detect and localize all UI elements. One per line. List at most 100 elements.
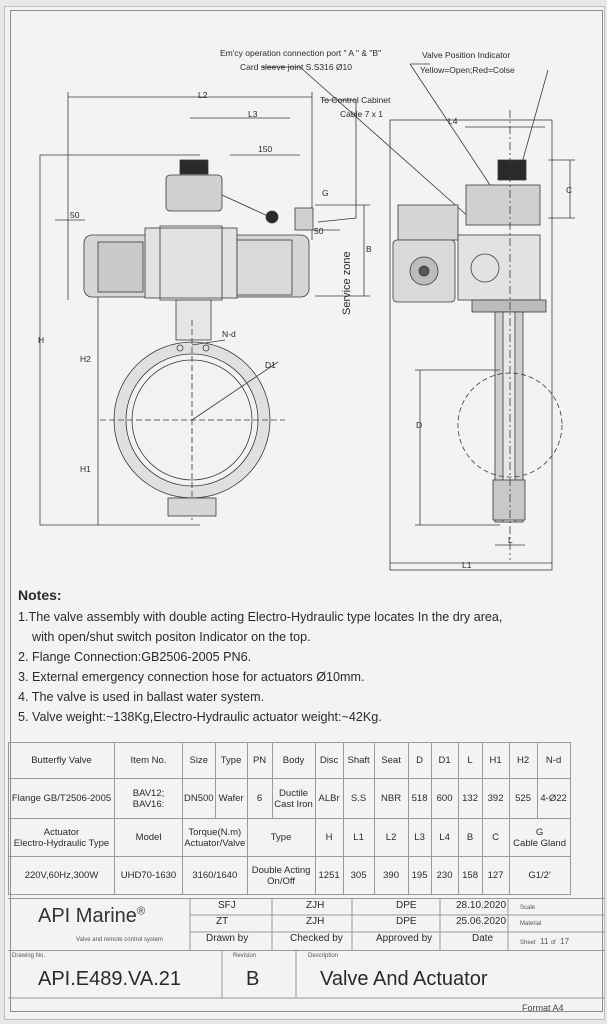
label-H: H (38, 335, 44, 345)
spec-cell: Actuator Electro-Hydraulic Type (8, 818, 115, 857)
revision-value: B (246, 968, 260, 990)
label-card-sleeve: Card sleeve joint S.S316 Ø10 (240, 62, 352, 72)
label-C: C (566, 185, 572, 195)
spec-cell: Double Acting On/Off (246, 856, 316, 895)
checked-name-1: ZJH (306, 900, 325, 911)
spec-cell: 132 (457, 778, 483, 819)
spec-cell: 392 (481, 778, 510, 819)
label-B: B (366, 244, 372, 254)
spec-cell: L4 (430, 818, 459, 857)
label-G: G (322, 188, 329, 198)
title-block-bottom: Drawing No. Revision Description API.E48… (8, 950, 605, 999)
spec-cell: Flange GB/T2506-2005 (8, 778, 115, 819)
label-H2: H2 (80, 354, 91, 364)
label-L: L (508, 535, 513, 545)
format-label: Format A4 (522, 1003, 564, 1013)
label-D: D (416, 420, 422, 430)
spec-cell: L1 (342, 818, 375, 857)
approved-name-2: DPE (396, 916, 417, 927)
note-item: with open/shut switch positon Indicator … (32, 630, 311, 644)
note-item: 3. External emergency connection hose fo… (18, 670, 365, 684)
date-1: 28.10.2020 (456, 900, 507, 911)
spec-cell: 390 (373, 856, 409, 895)
description-value: Valve And Actuator (320, 968, 488, 990)
spec-cell: B (457, 818, 483, 857)
label-L2: L2 (198, 90, 208, 100)
spec-cell: N-d (536, 742, 571, 779)
spec-cell: 195 (407, 856, 432, 895)
spec-cell: Type (246, 818, 316, 857)
note-item: 2. Flange Connection:GB2506-2005 PN6. (18, 650, 252, 664)
label-D1: D1 (265, 360, 276, 370)
spec-cell: 305 (342, 856, 375, 895)
description-label: Description (308, 953, 339, 959)
spec-cell: 1251 (314, 856, 344, 895)
label-L4: L4 (448, 116, 458, 126)
spec-cell: Ductile Cast Iron (271, 778, 316, 819)
spec-cell: H (314, 818, 344, 857)
label-indicator-colors: Yellow=Open;Red=Colse (420, 65, 515, 75)
spec-cell: H1 (481, 742, 510, 779)
spec-cell: 525 (508, 778, 538, 819)
spec-cell: H2 (508, 742, 538, 779)
label-150: 150 (258, 144, 272, 154)
spec-cell: L (457, 742, 483, 779)
approved-by-label: Approved by (376, 933, 433, 944)
notes-title: Notes: (18, 587, 62, 603)
approved-name-1: DPE (396, 900, 417, 911)
spec-cell: BAV12; BAV16: (114, 778, 183, 819)
date-2: 25.06.2020 (456, 916, 507, 927)
scale-label: Scale (520, 905, 536, 911)
valve-drawing: Em'cy operation connection port " A " & … (38, 48, 575, 571)
spec-cell: NBR (373, 778, 409, 819)
spec-cell: 518 (407, 778, 432, 819)
spec-cell: Shaft (342, 742, 375, 779)
notes-section: Notes: 1.The valve assembly with double … (18, 587, 598, 727)
label-50b: 50 (314, 226, 324, 236)
spec-cell: D (407, 742, 432, 779)
spec-cell: S.S (342, 778, 375, 819)
spec-cell: Body (271, 742, 316, 779)
drawn-name-2: ZT (216, 916, 229, 927)
spec-cell: G1/2' (508, 856, 571, 895)
label-L3: L3 (248, 109, 258, 119)
label-H1: H1 (80, 464, 91, 474)
spec-cell: 600 (430, 778, 459, 819)
company-name: API Marine® (38, 905, 146, 927)
spec-cell: 220V,60Hz,300W (8, 856, 115, 895)
company-tagline: Valve and remote control system (76, 937, 163, 943)
label-emergency: Em'cy operation connection port " A " & … (220, 48, 381, 58)
spec-cell: Butterfly Valve (8, 742, 115, 779)
drawing-no-label: Drawing No. (12, 953, 46, 959)
label-L1: L1 (462, 560, 472, 570)
title-block-top: API Marine® Valve and remote control sys… (8, 898, 605, 951)
spec-cell: L3 (407, 818, 432, 857)
spec-cell: 4-Ø22 (536, 778, 571, 819)
drawing-frame (10, 10, 603, 1012)
spec-cell: ALBr (314, 778, 344, 819)
spec-cell: Size (182, 742, 216, 779)
drawn-name-1: SFJ (218, 900, 236, 911)
spec-cell: 230 (430, 856, 459, 895)
label-50a: 50 (70, 210, 80, 220)
checked-name-2: ZJH (306, 916, 325, 927)
note-item: 5. Valve weight:~138Kg,Electro-Hydraulic… (18, 710, 382, 724)
drawing-number: API.E489.VA.21 (38, 968, 182, 990)
label-position-indicator: Valve Position Indicator (422, 50, 510, 60)
sheet-info: Sheet 11 of 17 (520, 937, 570, 946)
label-service-zone: Service zone (341, 251, 353, 315)
spec-cell: G Cable Gland (508, 818, 571, 857)
spec-cell: Wafer (214, 778, 248, 819)
note-item: 1.The valve assembly with double acting … (18, 610, 503, 624)
spec-cell: PN (246, 742, 273, 779)
spec-cell: Torque(N.m) Actuator/Valve (182, 818, 248, 857)
spec-cell: 6 (246, 778, 273, 819)
label-cable: Cable 7 x 1 (340, 109, 383, 119)
drawn-by-label: Drawn by (206, 933, 249, 944)
spec-cell: 3160/1640 (182, 856, 248, 895)
